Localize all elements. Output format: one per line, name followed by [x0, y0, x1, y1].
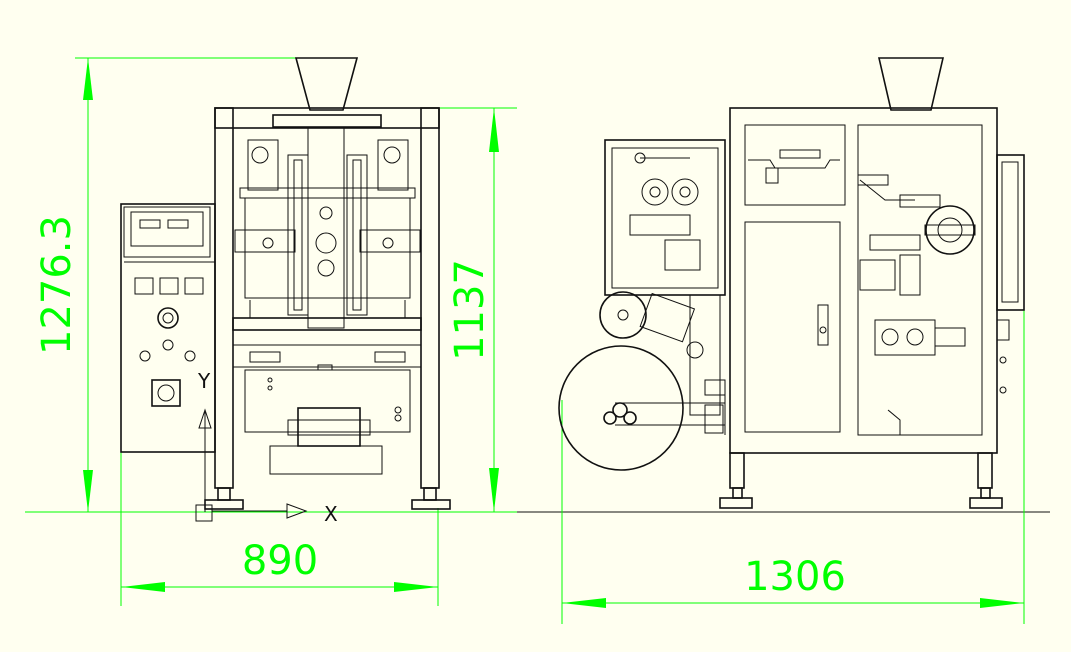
front-width-dimension: 890 [120, 452, 439, 606]
frame-height-value: 1137 [447, 259, 493, 361]
overall-height-dimension: 1276.3 [34, 57, 300, 512]
overall-height-value: 1276.3 [34, 215, 80, 355]
front-width-value: 890 [242, 538, 318, 584]
ucs-y-label: Y [197, 369, 211, 393]
frame-height-dimension: 1137 [440, 107, 517, 512]
front-view [120, 57, 451, 510]
ucs-icon: Y X [195, 369, 338, 526]
side-view [558, 57, 1025, 509]
side-width-dimension: 1306 [561, 300, 1025, 624]
ucs-x-label: X [324, 502, 338, 526]
side-width-value: 1306 [744, 554, 846, 600]
